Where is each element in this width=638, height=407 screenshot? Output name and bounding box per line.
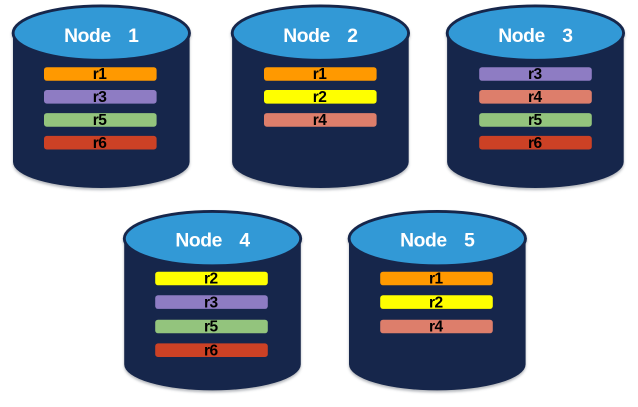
svg-text:r5: r5 <box>204 319 219 336</box>
svg-text:Node 5: Node 5 <box>400 231 475 252</box>
svg-text:r1: r1 <box>313 66 328 83</box>
svg-text:r5: r5 <box>528 112 543 129</box>
svg-text:r3: r3 <box>204 294 219 311</box>
svg-text:r2: r2 <box>429 294 443 311</box>
svg-text:Node 4: Node 4 <box>175 231 250 252</box>
svg-text:r6: r6 <box>528 135 543 152</box>
svg-text:r3: r3 <box>528 66 543 83</box>
svg-text:r3: r3 <box>93 89 108 106</box>
svg-text:r1: r1 <box>429 271 444 288</box>
svg-text:r4: r4 <box>429 319 444 336</box>
svg-text:Node 2: Node 2 <box>283 26 357 47</box>
svg-text:r4: r4 <box>528 89 543 106</box>
svg-text:r4: r4 <box>313 112 328 129</box>
svg-text:r1: r1 <box>93 66 108 83</box>
svg-text:Node 1: Node 1 <box>64 26 139 47</box>
svg-text:r5: r5 <box>93 112 108 129</box>
svg-text:Node 3: Node 3 <box>498 26 573 47</box>
svg-text:r2: r2 <box>204 271 218 288</box>
svg-text:r2: r2 <box>313 89 327 106</box>
svg-text:r6: r6 <box>204 342 219 359</box>
svg-text:r6: r6 <box>93 135 108 152</box>
